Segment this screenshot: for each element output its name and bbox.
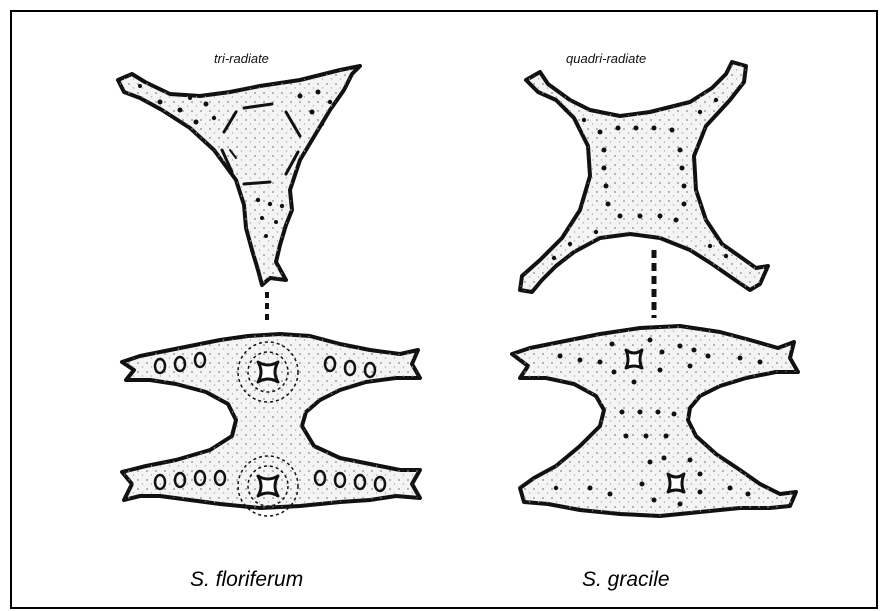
tri-radiate-spicule-side	[122, 334, 420, 516]
tri-radiate-label: tri-radiate	[214, 51, 269, 66]
quadri-radiate-spicule-side	[512, 326, 798, 516]
quadri-radiate-spicule-top	[520, 62, 768, 292]
tri-radiate-spicule-top	[118, 66, 360, 285]
species-label-floriferum: S. floriferum	[190, 568, 303, 592]
species-label-gracile: S. gracile	[582, 568, 670, 592]
quadri-radiate-label: quadri-radiate	[566, 51, 646, 66]
